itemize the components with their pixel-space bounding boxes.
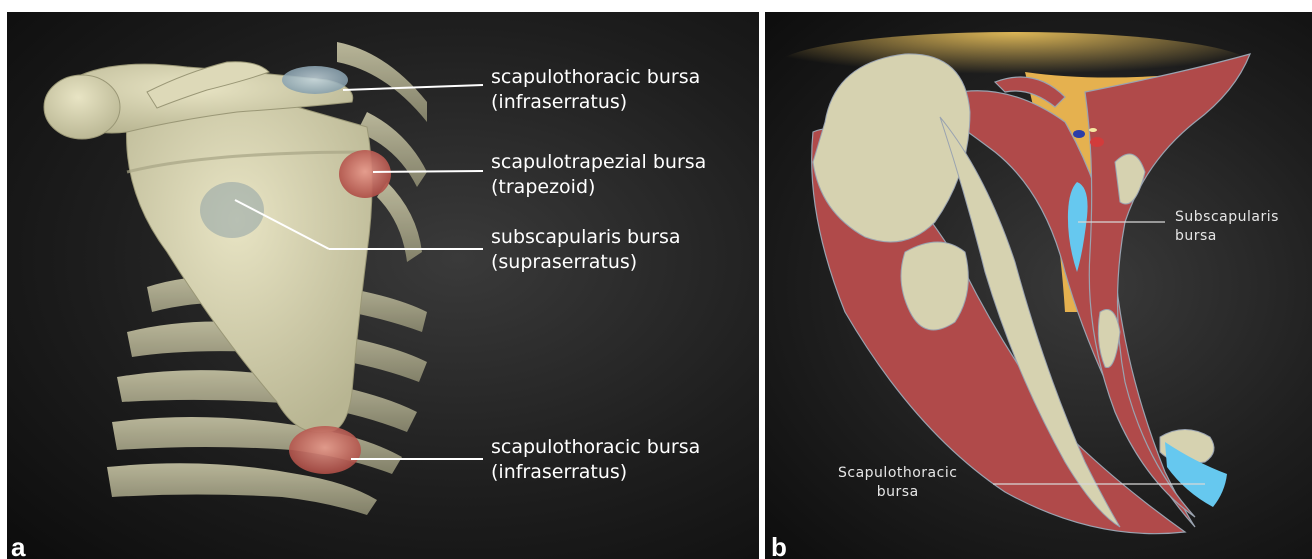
panel-b-cross-section: Subscapularis bursa Scapulothoracic burs… xyxy=(765,12,1312,559)
nerve-spot xyxy=(1089,128,1097,132)
label-subscapularis-bursa: subscapularis bursa (supraserratus) xyxy=(491,225,681,275)
label-scapulothoracic-bursa-lower: scapulothoracic bursa (infraserratus) xyxy=(491,435,700,485)
panel-letter-a: a xyxy=(11,532,25,559)
vessel-red xyxy=(1090,137,1104,147)
label-subscapularis-bursa-b: Subscapularis bursa xyxy=(1175,208,1279,246)
panel-a-3d-view: scapulothoracic bursa (infraserratus) sc… xyxy=(7,12,759,559)
panel-letter-b: b xyxy=(771,532,787,559)
scapulothoracic-bursa-lower xyxy=(289,426,361,474)
label-scapulothoracic-bursa-b: Scapulothoracic bursa xyxy=(838,464,957,502)
vessel-blue xyxy=(1073,130,1085,138)
label-scapulothoracic-bursa-upper: scapulothoracic bursa (infraserratus) xyxy=(491,65,700,115)
scapulothoracic-bursa-upper xyxy=(282,66,348,94)
scapulotrapezial-bursa xyxy=(339,150,391,198)
label-scapulotrapezial-bursa: scapulotrapezial bursa (trapezoid) xyxy=(491,150,706,200)
